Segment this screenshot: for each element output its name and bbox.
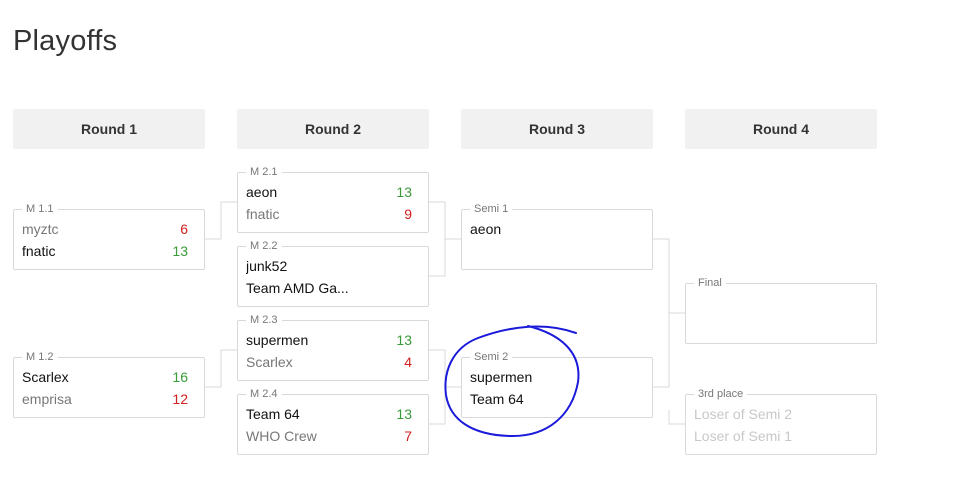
team-row[interactable]: Team 64 13	[246, 403, 412, 425]
team-row[interactable]	[694, 292, 860, 314]
team-score: 4	[404, 354, 412, 370]
team-score: 16	[172, 369, 188, 385]
match-label: Semi 1	[470, 202, 513, 216]
team-name: Loser of Semi 2	[694, 406, 793, 422]
match-semi-1[interactable]: Semi 1 aeon	[461, 202, 653, 270]
team-name: Scarlex	[22, 369, 69, 385]
team-row[interactable]: emprisa 12	[22, 388, 188, 410]
match-label: M 1.2	[22, 350, 58, 364]
team-row[interactable]: myztc 6	[22, 218, 188, 240]
team-name: Team 64	[470, 391, 524, 407]
team-row[interactable]: fnatic 13	[22, 240, 188, 262]
match-2-3[interactable]: M 2.3 supermen 13 Scarlex 4	[237, 313, 429, 381]
team-score: 7	[404, 428, 412, 444]
match-label: 3rd place	[694, 387, 748, 401]
match-2-2[interactable]: M 2.2 junk52 Team AMD Ga...	[237, 239, 429, 307]
team-name: Team AMD Ga...	[246, 280, 349, 296]
team-name: Team 64	[246, 406, 300, 422]
team-row[interactable]	[694, 314, 860, 336]
match-2-1[interactable]: M 2.1 aeon 13 fnatic 9	[237, 165, 429, 233]
team-name: WHO Crew	[246, 428, 317, 444]
team-name: junk52	[246, 258, 288, 274]
team-row[interactable]: fnatic 9	[246, 203, 412, 225]
team-name: Scarlex	[246, 354, 293, 370]
team-row[interactable]: junk52	[246, 255, 412, 277]
team-score: 13	[172, 243, 188, 259]
team-row[interactable]: WHO Crew 7	[246, 425, 412, 447]
match-third-place[interactable]: 3rd place Loser of Semi 2 Loser of Semi …	[685, 387, 877, 455]
match-label: Semi 2	[470, 350, 513, 364]
match-2-4[interactable]: M 2.4 Team 64 13 WHO Crew 7	[237, 387, 429, 455]
team-score: 13	[396, 184, 412, 200]
match-label: M 2.1	[246, 165, 282, 179]
team-row[interactable]	[470, 240, 636, 262]
team-row[interactable]: supermen 13	[246, 329, 412, 351]
team-row[interactable]: aeon	[470, 218, 636, 240]
team-name: emprisa	[22, 391, 72, 407]
team-score: 6	[180, 221, 188, 237]
round-header-2: Round 2	[237, 109, 429, 149]
match-label: M 2.2	[246, 239, 282, 253]
team-name: fnatic	[246, 206, 280, 222]
team-name: supermen	[246, 332, 309, 348]
team-row[interactable]: Team 64	[470, 388, 636, 410]
team-row[interactable]: Loser of Semi 2	[694, 403, 860, 425]
team-name: supermen	[470, 369, 533, 385]
team-row[interactable]: aeon 13	[246, 181, 412, 203]
match-semi-2[interactable]: Semi 2 supermen Team 64	[461, 350, 653, 418]
team-row[interactable]: Scarlex 4	[246, 351, 412, 373]
team-name: aeon	[470, 221, 502, 237]
match-1-2[interactable]: M 1.2 Scarlex 16 emprisa 12	[13, 350, 205, 418]
match-label: Final	[694, 276, 726, 290]
round-header-4: Round 4	[685, 109, 877, 149]
team-row[interactable]: Scarlex 16	[22, 366, 188, 388]
match-1-1[interactable]: M 1.1 myztc 6 fnatic 13	[13, 202, 205, 270]
page-title: Playoffs	[13, 25, 118, 57]
team-row[interactable]: Loser of Semi 1	[694, 425, 860, 447]
team-score: 9	[404, 206, 412, 222]
team-name: Loser of Semi 1	[694, 428, 793, 444]
team-score: 13	[396, 332, 412, 348]
match-label: M 2.4	[246, 387, 282, 401]
team-name: fnatic	[22, 243, 56, 259]
match-final[interactable]: Final	[685, 276, 877, 344]
team-score: 12	[172, 391, 188, 407]
team-name: myztc	[22, 221, 59, 237]
round-header-1: Round 1	[13, 109, 205, 149]
round-header-3: Round 3	[461, 109, 653, 149]
match-label: M 2.3	[246, 313, 282, 327]
team-row[interactable]: supermen	[470, 366, 636, 388]
team-score: 13	[396, 406, 412, 422]
team-row[interactable]: Team AMD Ga...	[246, 277, 412, 299]
team-name: aeon	[246, 184, 278, 200]
match-label: M 1.1	[22, 202, 58, 216]
